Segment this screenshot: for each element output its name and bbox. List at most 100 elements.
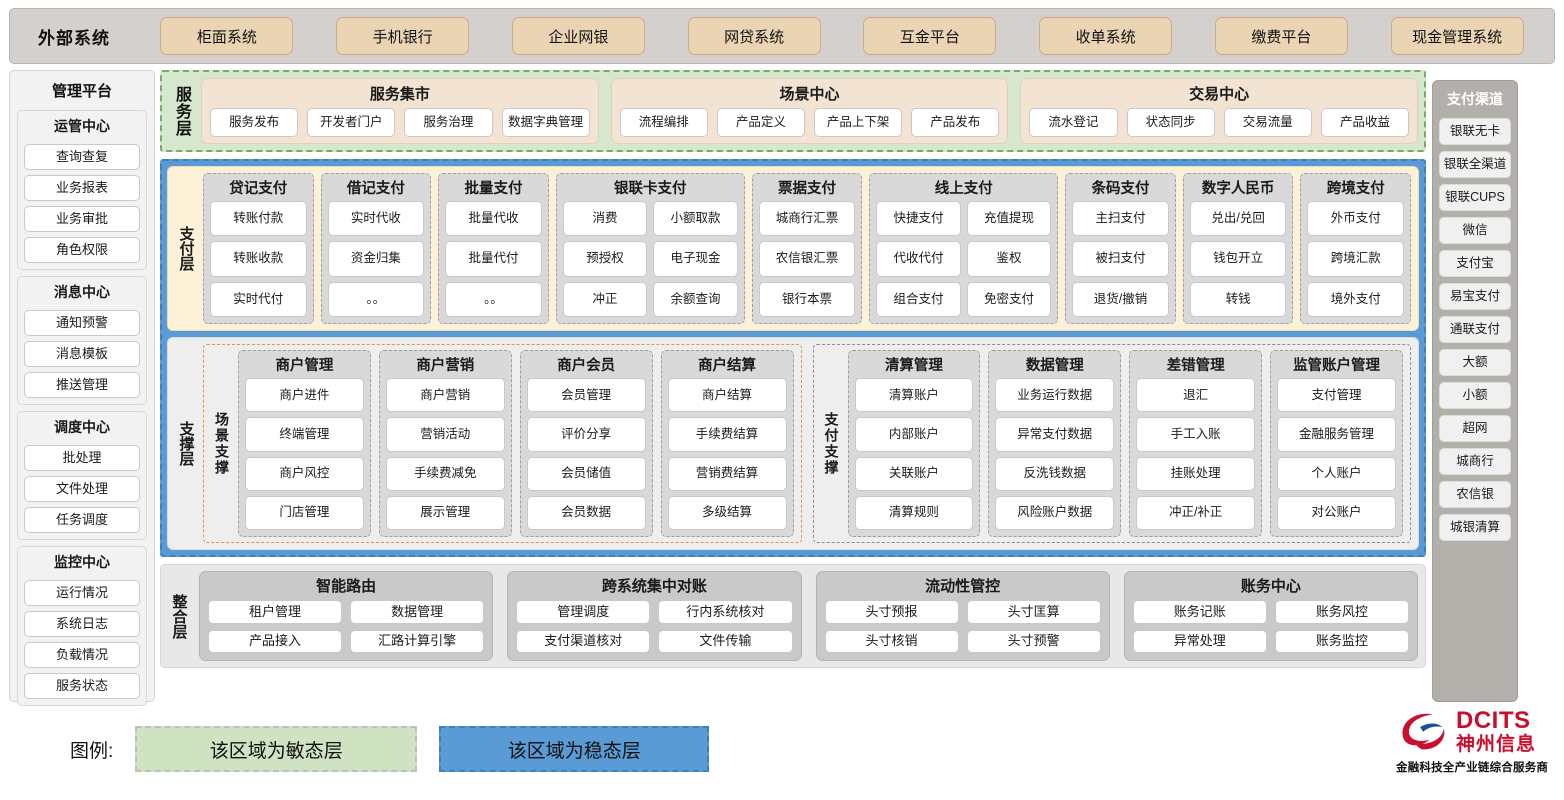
payment-channel-item[interactable]: 小额 [1439, 382, 1511, 409]
payment-item[interactable]: 快捷支付 [876, 201, 961, 237]
payment-item[interactable]: 转钱 [1189, 281, 1287, 317]
integration-item[interactable]: 账务记账 [1132, 600, 1267, 624]
payment-item[interactable]: 退货/撤销 [1072, 281, 1169, 317]
support-item[interactable]: 商户结算 [667, 378, 787, 413]
support-item[interactable]: 手工入账 [1136, 417, 1256, 452]
management-item[interactable]: 角色权限 [24, 237, 140, 263]
integration-item[interactable]: 租户管理 [208, 600, 343, 624]
integration-item[interactable]: 头寸核销 [824, 629, 959, 653]
service-item[interactable]: 产品收益 [1320, 108, 1410, 137]
support-item[interactable]: 挂账处理 [1136, 456, 1256, 491]
support-item[interactable]: 展示管理 [385, 495, 505, 530]
payment-item[interactable]: 鉴权 [966, 241, 1052, 277]
payment-item[interactable]: 实时代付 [210, 281, 307, 317]
management-item[interactable]: 文件处理 [24, 476, 140, 502]
payment-channel-item[interactable]: 城银清算 [1439, 514, 1511, 541]
management-item[interactable]: 服务状态 [24, 673, 140, 699]
payment-item[interactable]: 。。 [327, 281, 425, 317]
support-item[interactable]: 个人账户 [1277, 456, 1396, 491]
external-system-chip[interactable]: 手机银行 [336, 17, 470, 55]
service-item[interactable]: 产品发布 [911, 108, 1000, 137]
service-item[interactable]: 开发者门户 [307, 108, 396, 137]
support-item[interactable]: 关联账户 [854, 456, 974, 491]
payment-item[interactable]: 冲正 [562, 281, 648, 317]
integration-item[interactable]: 账务监控 [1274, 629, 1409, 653]
service-item[interactable]: 产品定义 [716, 108, 806, 137]
integration-item[interactable]: 头寸预警 [966, 629, 1101, 653]
support-item[interactable]: 商户进件 [245, 378, 364, 413]
payment-item[interactable]: 电子现金 [653, 241, 738, 277]
integration-item[interactable]: 行内系统核对 [658, 600, 793, 624]
payment-item[interactable]: 代收代付 [876, 241, 961, 277]
payment-item[interactable]: 转账收款 [210, 241, 307, 277]
integration-item[interactable]: 产品接入 [208, 629, 343, 653]
payment-item[interactable]: 充值提现 [966, 201, 1052, 237]
payment-channel-item[interactable]: 农信银 [1439, 481, 1511, 508]
support-item[interactable]: 手续费减免 [385, 456, 505, 491]
support-item[interactable]: 对公账户 [1277, 495, 1396, 530]
support-item[interactable]: 支付管理 [1277, 378, 1396, 413]
integration-item[interactable]: 头寸匡算 [966, 600, 1101, 624]
payment-item[interactable]: 实时代收 [327, 201, 425, 237]
payment-item[interactable]: 资金归集 [327, 241, 425, 277]
payment-item[interactable]: 银行本票 [758, 281, 856, 317]
support-item[interactable]: 商户营销 [385, 378, 505, 413]
payment-channel-item[interactable]: 银联无卡 [1439, 118, 1511, 145]
integration-item[interactable]: 头寸预报 [824, 600, 959, 624]
service-item[interactable]: 流水登记 [1029, 108, 1118, 137]
service-item[interactable]: 服务发布 [210, 108, 299, 137]
payment-item[interactable]: 。。 [445, 281, 542, 317]
payment-item[interactable]: 境外支付 [1307, 281, 1405, 317]
support-item[interactable]: 退汇 [1136, 378, 1256, 413]
payment-channel-item[interactable]: 通联支付 [1439, 316, 1511, 343]
integration-item[interactable]: 数据管理 [350, 600, 485, 624]
payment-item[interactable]: 批量代收 [445, 201, 542, 237]
management-item[interactable]: 消息模板 [24, 341, 140, 367]
external-system-chip[interactable]: 柜面系统 [160, 17, 294, 55]
payment-channel-item[interactable]: 易宝支付 [1439, 283, 1511, 310]
management-item[interactable]: 批处理 [24, 445, 140, 471]
support-item[interactable]: 清算规则 [854, 495, 974, 530]
management-item[interactable]: 任务调度 [24, 507, 140, 533]
external-system-chip[interactable]: 现金管理系统 [1390, 17, 1524, 55]
integration-item[interactable]: 账务风控 [1274, 600, 1409, 624]
payment-channel-item[interactable]: 大额 [1439, 349, 1511, 376]
payment-item[interactable]: 跨境汇款 [1307, 241, 1405, 277]
integration-item[interactable]: 异常处理 [1132, 629, 1267, 653]
payment-channel-item[interactable]: 微信 [1439, 217, 1511, 244]
support-item[interactable]: 营销费结算 [667, 456, 787, 491]
management-item[interactable]: 查询查复 [24, 144, 140, 170]
support-item[interactable]: 风险账户数据 [995, 495, 1115, 530]
support-item[interactable]: 多级结算 [667, 495, 787, 530]
external-system-chip[interactable]: 网贷系统 [687, 17, 821, 55]
payment-item[interactable]: 消费 [562, 201, 648, 237]
integration-item[interactable]: 文件传输 [658, 629, 793, 653]
service-item[interactable]: 服务治理 [404, 108, 493, 137]
support-item[interactable]: 异常支付数据 [995, 417, 1115, 452]
management-item[interactable]: 业务审批 [24, 206, 140, 232]
payment-channel-item[interactable]: 支付宝 [1439, 250, 1511, 277]
payment-item[interactable]: 小额取款 [653, 201, 738, 237]
payment-item[interactable]: 钱包开立 [1189, 241, 1287, 277]
integration-item[interactable]: 管理调度 [516, 600, 651, 624]
payment-item[interactable]: 组合支付 [876, 281, 961, 317]
external-system-chip[interactable]: 缴费平台 [1214, 17, 1348, 55]
support-item[interactable]: 商户风控 [245, 456, 364, 491]
management-item[interactable]: 系统日志 [24, 611, 140, 637]
support-item[interactable]: 会员数据 [526, 495, 646, 530]
external-system-chip[interactable]: 企业网银 [511, 17, 645, 55]
payment-channel-item[interactable]: 城商行 [1439, 448, 1511, 475]
payment-item[interactable]: 外币支付 [1307, 201, 1405, 237]
payment-item[interactable]: 预授权 [562, 241, 648, 277]
service-item[interactable]: 数据字典管理 [501, 108, 590, 137]
support-item[interactable]: 金融服务管理 [1277, 417, 1396, 452]
service-item[interactable]: 交易流量 [1223, 108, 1312, 137]
support-item[interactable]: 冲正/补正 [1136, 495, 1256, 530]
payment-item[interactable]: 农信银汇票 [758, 241, 856, 277]
external-system-chip[interactable]: 收单系统 [1039, 17, 1173, 55]
payment-item[interactable]: 转账付款 [210, 201, 307, 237]
management-item[interactable]: 负载情况 [24, 642, 140, 668]
management-item[interactable]: 运行情况 [24, 580, 140, 606]
payment-item[interactable]: 主扫支付 [1072, 201, 1169, 237]
integration-item[interactable]: 支付渠道核对 [516, 629, 651, 653]
